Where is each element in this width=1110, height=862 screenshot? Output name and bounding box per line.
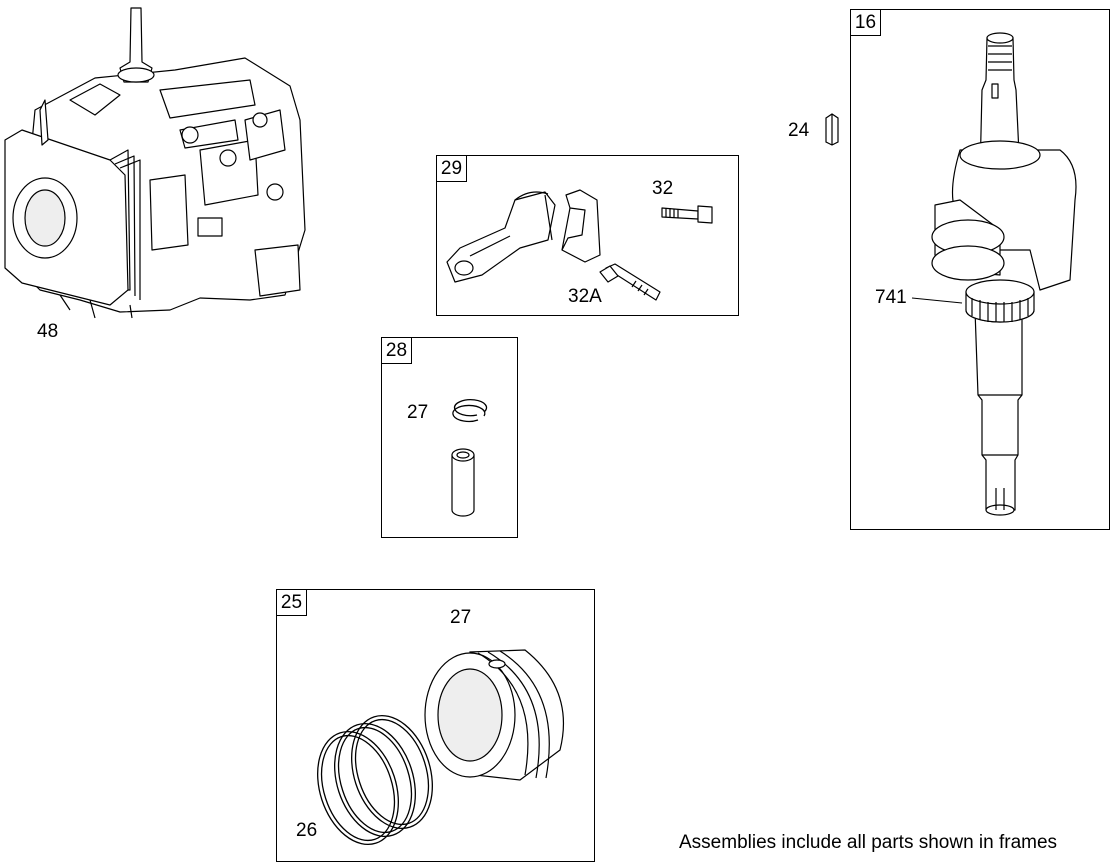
footer-note: Assemblies include all parts shown in fr… — [679, 832, 1058, 853]
frame-25: 25 — [276, 589, 595, 862]
frame-28: 28 — [381, 337, 518, 538]
callout-741: 741 — [875, 287, 907, 308]
callout-26: 26 — [296, 820, 318, 841]
callout-48: 48 — [37, 321, 59, 342]
callout-27-bottom: 27 — [450, 607, 472, 628]
frame-label: 29 — [437, 156, 467, 182]
callout-27-top: 27 — [407, 402, 429, 423]
frame-16: 16 — [850, 9, 1110, 530]
callout-24: 24 — [788, 120, 810, 141]
frame-label: 28 — [382, 338, 412, 364]
callout-32a: 32A — [568, 286, 602, 307]
frame-label: 25 — [277, 590, 307, 616]
frame-label: 16 — [851, 10, 881, 36]
callout-32: 32 — [652, 178, 674, 199]
